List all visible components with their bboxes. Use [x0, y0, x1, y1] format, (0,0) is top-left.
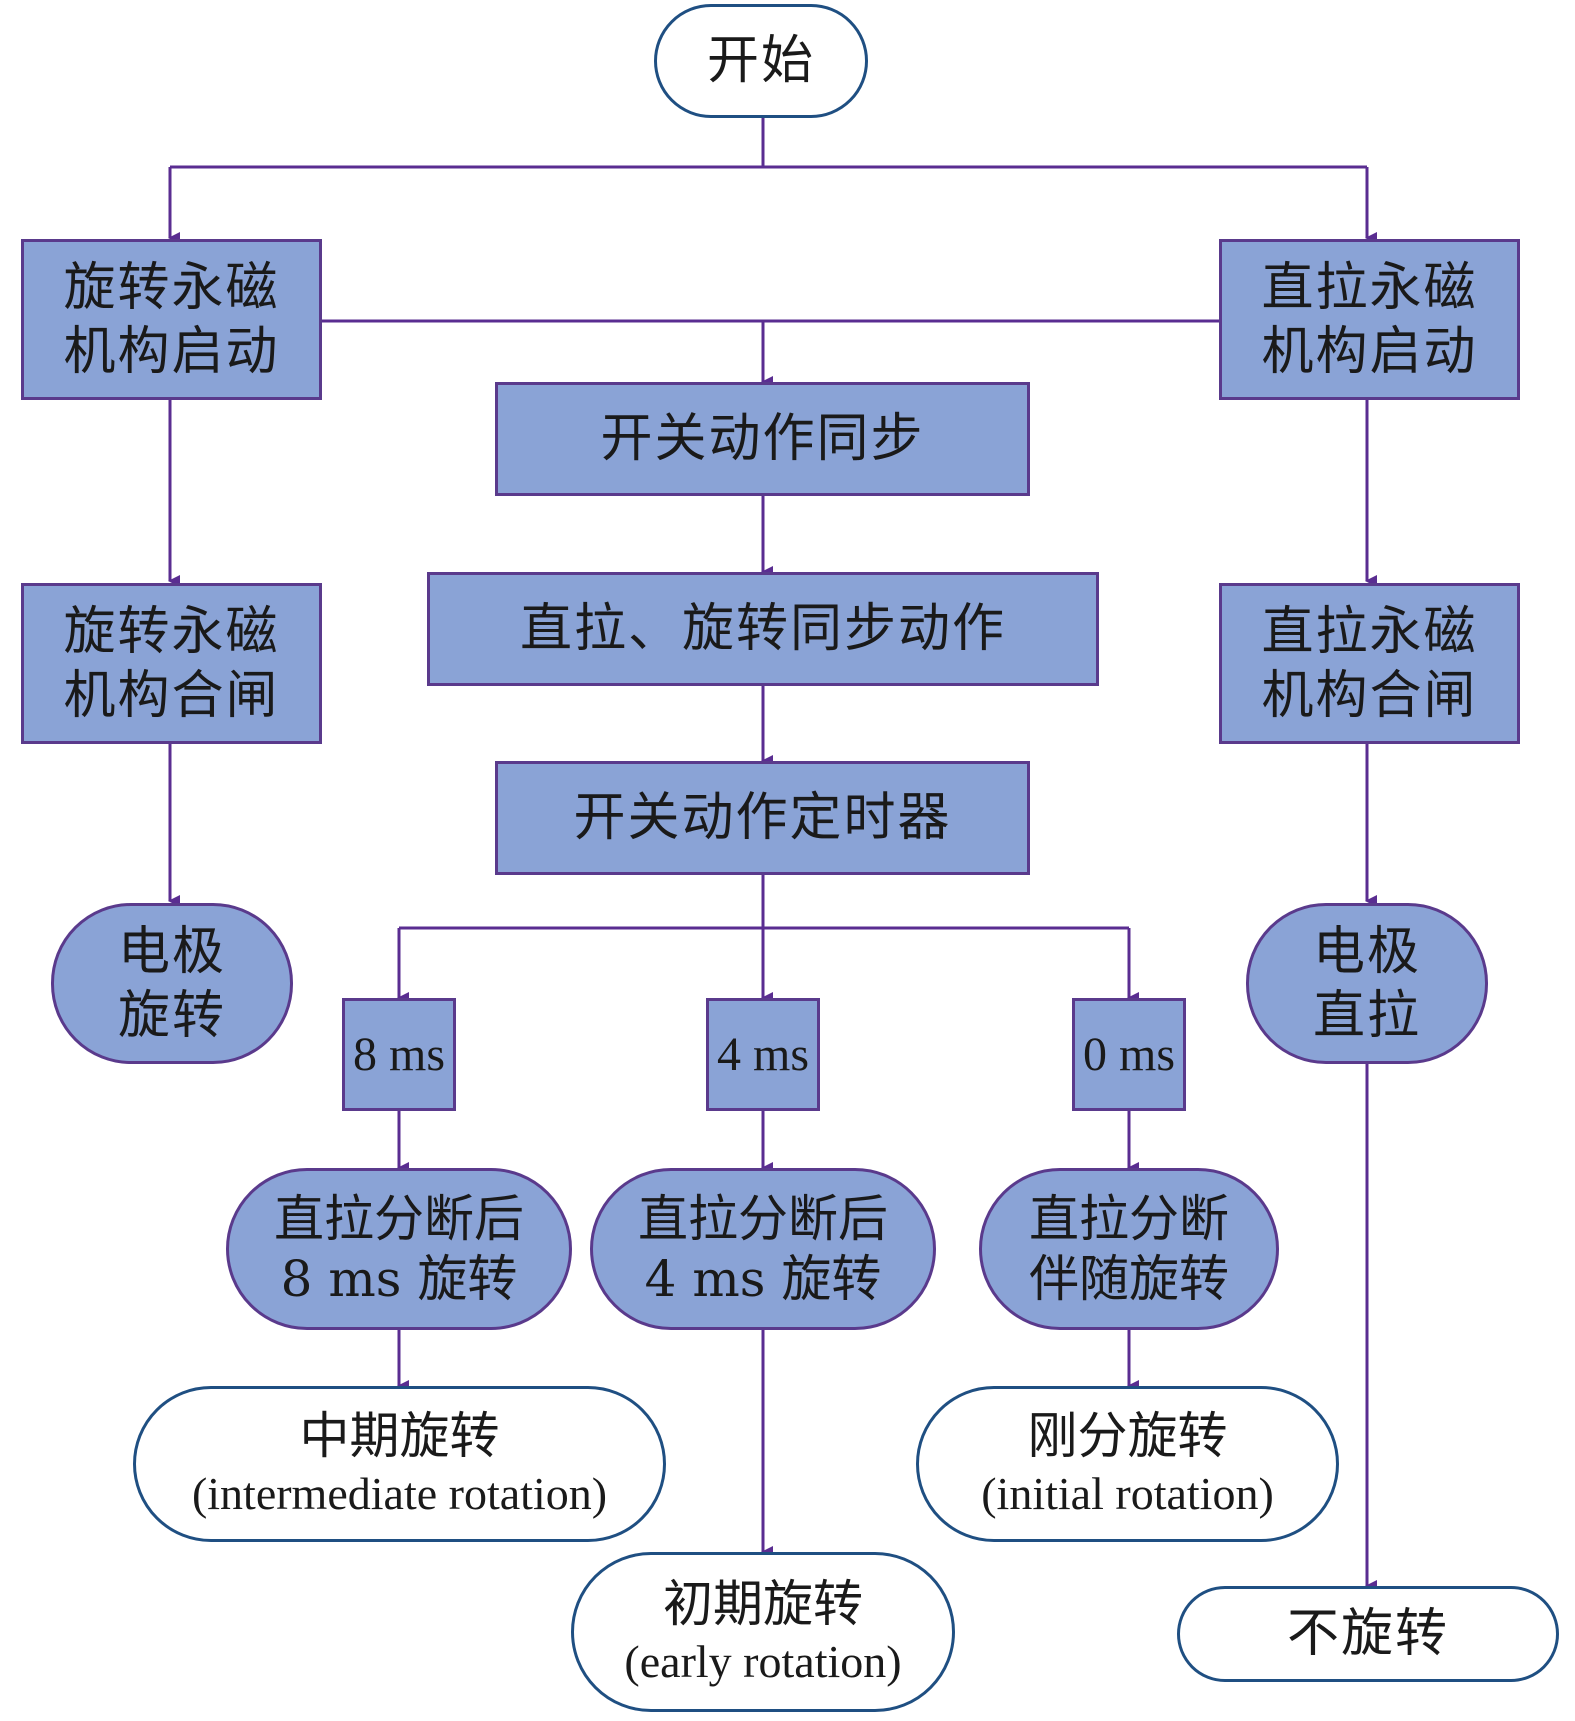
- switch-sync-box: 开关动作同步: [495, 382, 1030, 496]
- delay-8ms-label: 8 ms: [352, 1028, 445, 1081]
- with-break-rotation-node: 直拉分断 伴随旋转: [979, 1168, 1279, 1330]
- initial-cn-label: 刚分旋转: [1027, 1407, 1228, 1465]
- early-cn-label: 初期旋转: [663, 1575, 863, 1633]
- switch-timer-box: 开关动作定时器: [495, 761, 1030, 875]
- electrode-pull-line2: 直拉: [1312, 985, 1421, 1046]
- delay-4ms-box: 4 ms: [706, 998, 820, 1111]
- switch-timer-label: 开关动作定时器: [573, 788, 952, 848]
- early-rotation-node: 初期旋转 (early rotation): [571, 1552, 955, 1712]
- delay-0ms-label: 0 ms: [1082, 1028, 1175, 1081]
- initial-en-label: (initial rotation): [981, 1468, 1274, 1519]
- start-node: 开始: [654, 4, 868, 118]
- electrode-rot-line2: 旋转: [117, 985, 226, 1046]
- electrode-pull-line1: 电极: [1312, 921, 1421, 982]
- no-rotation-node: 不旋转: [1177, 1586, 1559, 1682]
- pull-start-line1: 直拉永磁: [1261, 257, 1478, 318]
- rot-close-line2: 机构合闸: [63, 665, 280, 726]
- with0-line2: 伴随旋转: [1029, 1250, 1229, 1308]
- after8-line1: 直拉分断后: [274, 1190, 524, 1248]
- after-4ms-rotation-node: 直拉分断后 4 ms 旋转: [590, 1168, 936, 1330]
- switch-sync-label: 开关动作同步: [600, 409, 925, 469]
- delay-4ms-label: 4 ms: [716, 1028, 809, 1081]
- after4-line1: 直拉分断后: [638, 1190, 888, 1248]
- rot-start-line1: 旋转永磁: [63, 257, 280, 318]
- rot-magnet-close-box: 旋转永磁 机构合闸: [21, 583, 322, 744]
- no-rot-label: 不旋转: [1286, 1604, 1449, 1664]
- rot-start-line2: 机构启动: [63, 321, 280, 382]
- rot-magnet-start-box: 旋转永磁 机构启动: [21, 239, 322, 400]
- pull-magnet-close-box: 直拉永磁 机构合闸: [1219, 583, 1520, 744]
- pull-magnet-start-box: 直拉永磁 机构启动: [1219, 239, 1520, 400]
- pull-close-line1: 直拉永磁: [1261, 601, 1478, 662]
- early-en-label: (early rotation): [624, 1636, 902, 1687]
- after4-line2: 4 ms 旋转: [644, 1250, 882, 1308]
- after8-line2: 8 ms 旋转: [280, 1250, 518, 1308]
- mid-cn-label: 中期旋转: [299, 1407, 500, 1465]
- after-8ms-rotation-node: 直拉分断后 8 ms 旋转: [226, 1168, 572, 1330]
- intermediate-rotation-node: 中期旋转 (intermediate rotation): [133, 1386, 666, 1542]
- mid-en-label: (intermediate rotation): [191, 1468, 608, 1519]
- delay-8ms-box: 8 ms: [342, 998, 456, 1111]
- delay-0ms-box: 0 ms: [1072, 998, 1186, 1111]
- sync-action-label: 直拉、旋转同步动作: [519, 599, 1006, 659]
- sync-action-box: 直拉、旋转同步动作: [427, 572, 1099, 686]
- initial-rotation-node: 刚分旋转 (initial rotation): [916, 1386, 1339, 1542]
- pull-start-line2: 机构启动: [1261, 321, 1478, 382]
- rot-close-line1: 旋转永磁: [63, 601, 280, 662]
- start-label: 开始: [706, 31, 815, 91]
- electrode-rotate-node: 电极 旋转: [51, 903, 293, 1064]
- electrode-rot-line1: 电极: [117, 921, 226, 982]
- with0-line1: 直拉分断: [1029, 1190, 1229, 1248]
- pull-close-line2: 机构合闸: [1261, 665, 1478, 726]
- electrode-pull-node: 电极 直拉: [1246, 903, 1488, 1064]
